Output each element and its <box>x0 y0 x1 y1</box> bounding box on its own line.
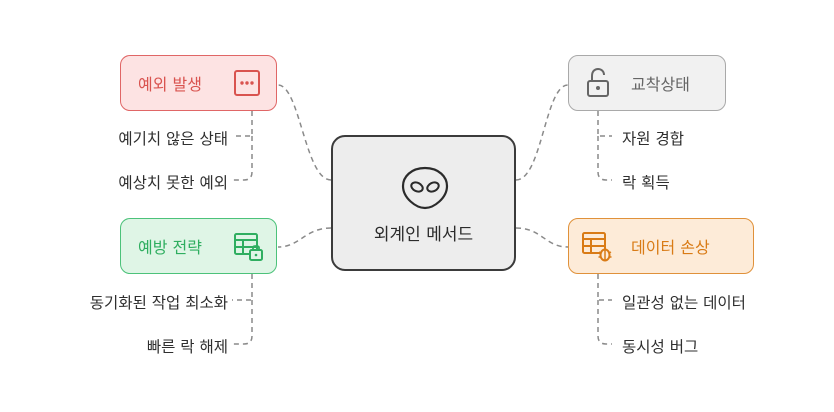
connector-center-n1 <box>277 84 332 181</box>
ellipsis-box-icon <box>234 70 260 96</box>
connector-n4-child-2 <box>597 300 612 345</box>
connector-n2-child-1 <box>597 111 612 137</box>
leaf-minimize-sync: 동기화된 작업 최소화 <box>89 294 228 312</box>
connector-center-n4 <box>515 227 569 248</box>
branch-exception: 예외 발생 <box>120 55 277 111</box>
center-node: 외계인 메서드 <box>331 135 516 271</box>
connector-n1-child-1 <box>232 111 253 137</box>
connector-center-n2 <box>515 84 569 181</box>
connector-n4-child-1 <box>597 274 612 301</box>
branch-exception-label: 예외 발생 <box>138 75 202 94</box>
branch-prevention-label: 예방 전략 <box>138 238 202 257</box>
connector-center-n3 <box>277 227 332 248</box>
leaf-unexpected-state: 예기치 않은 상태 <box>118 130 228 148</box>
leaf-unexpected-exception: 예상치 못한 예외 <box>118 174 228 192</box>
leaf-lock-acquire: 락 획득 <box>622 174 670 192</box>
table-bug-icon <box>582 232 612 262</box>
center-label: 외계인 메서드 <box>373 224 474 245</box>
leaf-resource-contention: 자원 경합 <box>622 130 684 148</box>
leaf-fast-release: 빠른 락 해제 <box>146 338 228 356</box>
connector-n3-child-2 <box>232 300 253 345</box>
leaf-concurrency-bug: 동시성 버그 <box>622 338 699 356</box>
connector-n3-child-1 <box>232 274 253 301</box>
branch-deadlock: 교착상태 <box>568 55 726 111</box>
alien-icon <box>401 166 449 210</box>
branch-data-corruption-label: 데이터 손상 <box>631 238 710 257</box>
leaf-inconsistent-data: 일관성 없는 데이터 <box>622 294 746 312</box>
branch-data-corruption: 데이터 손상 <box>568 218 754 274</box>
connector-n2-child-2 <box>597 136 612 181</box>
connector-n1-child-2 <box>232 136 253 181</box>
branch-deadlock-label: 교착상태 <box>631 75 690 94</box>
table-lock-icon <box>234 233 263 261</box>
branch-prevention: 예방 전략 <box>120 218 277 274</box>
unlock-icon <box>587 67 609 97</box>
